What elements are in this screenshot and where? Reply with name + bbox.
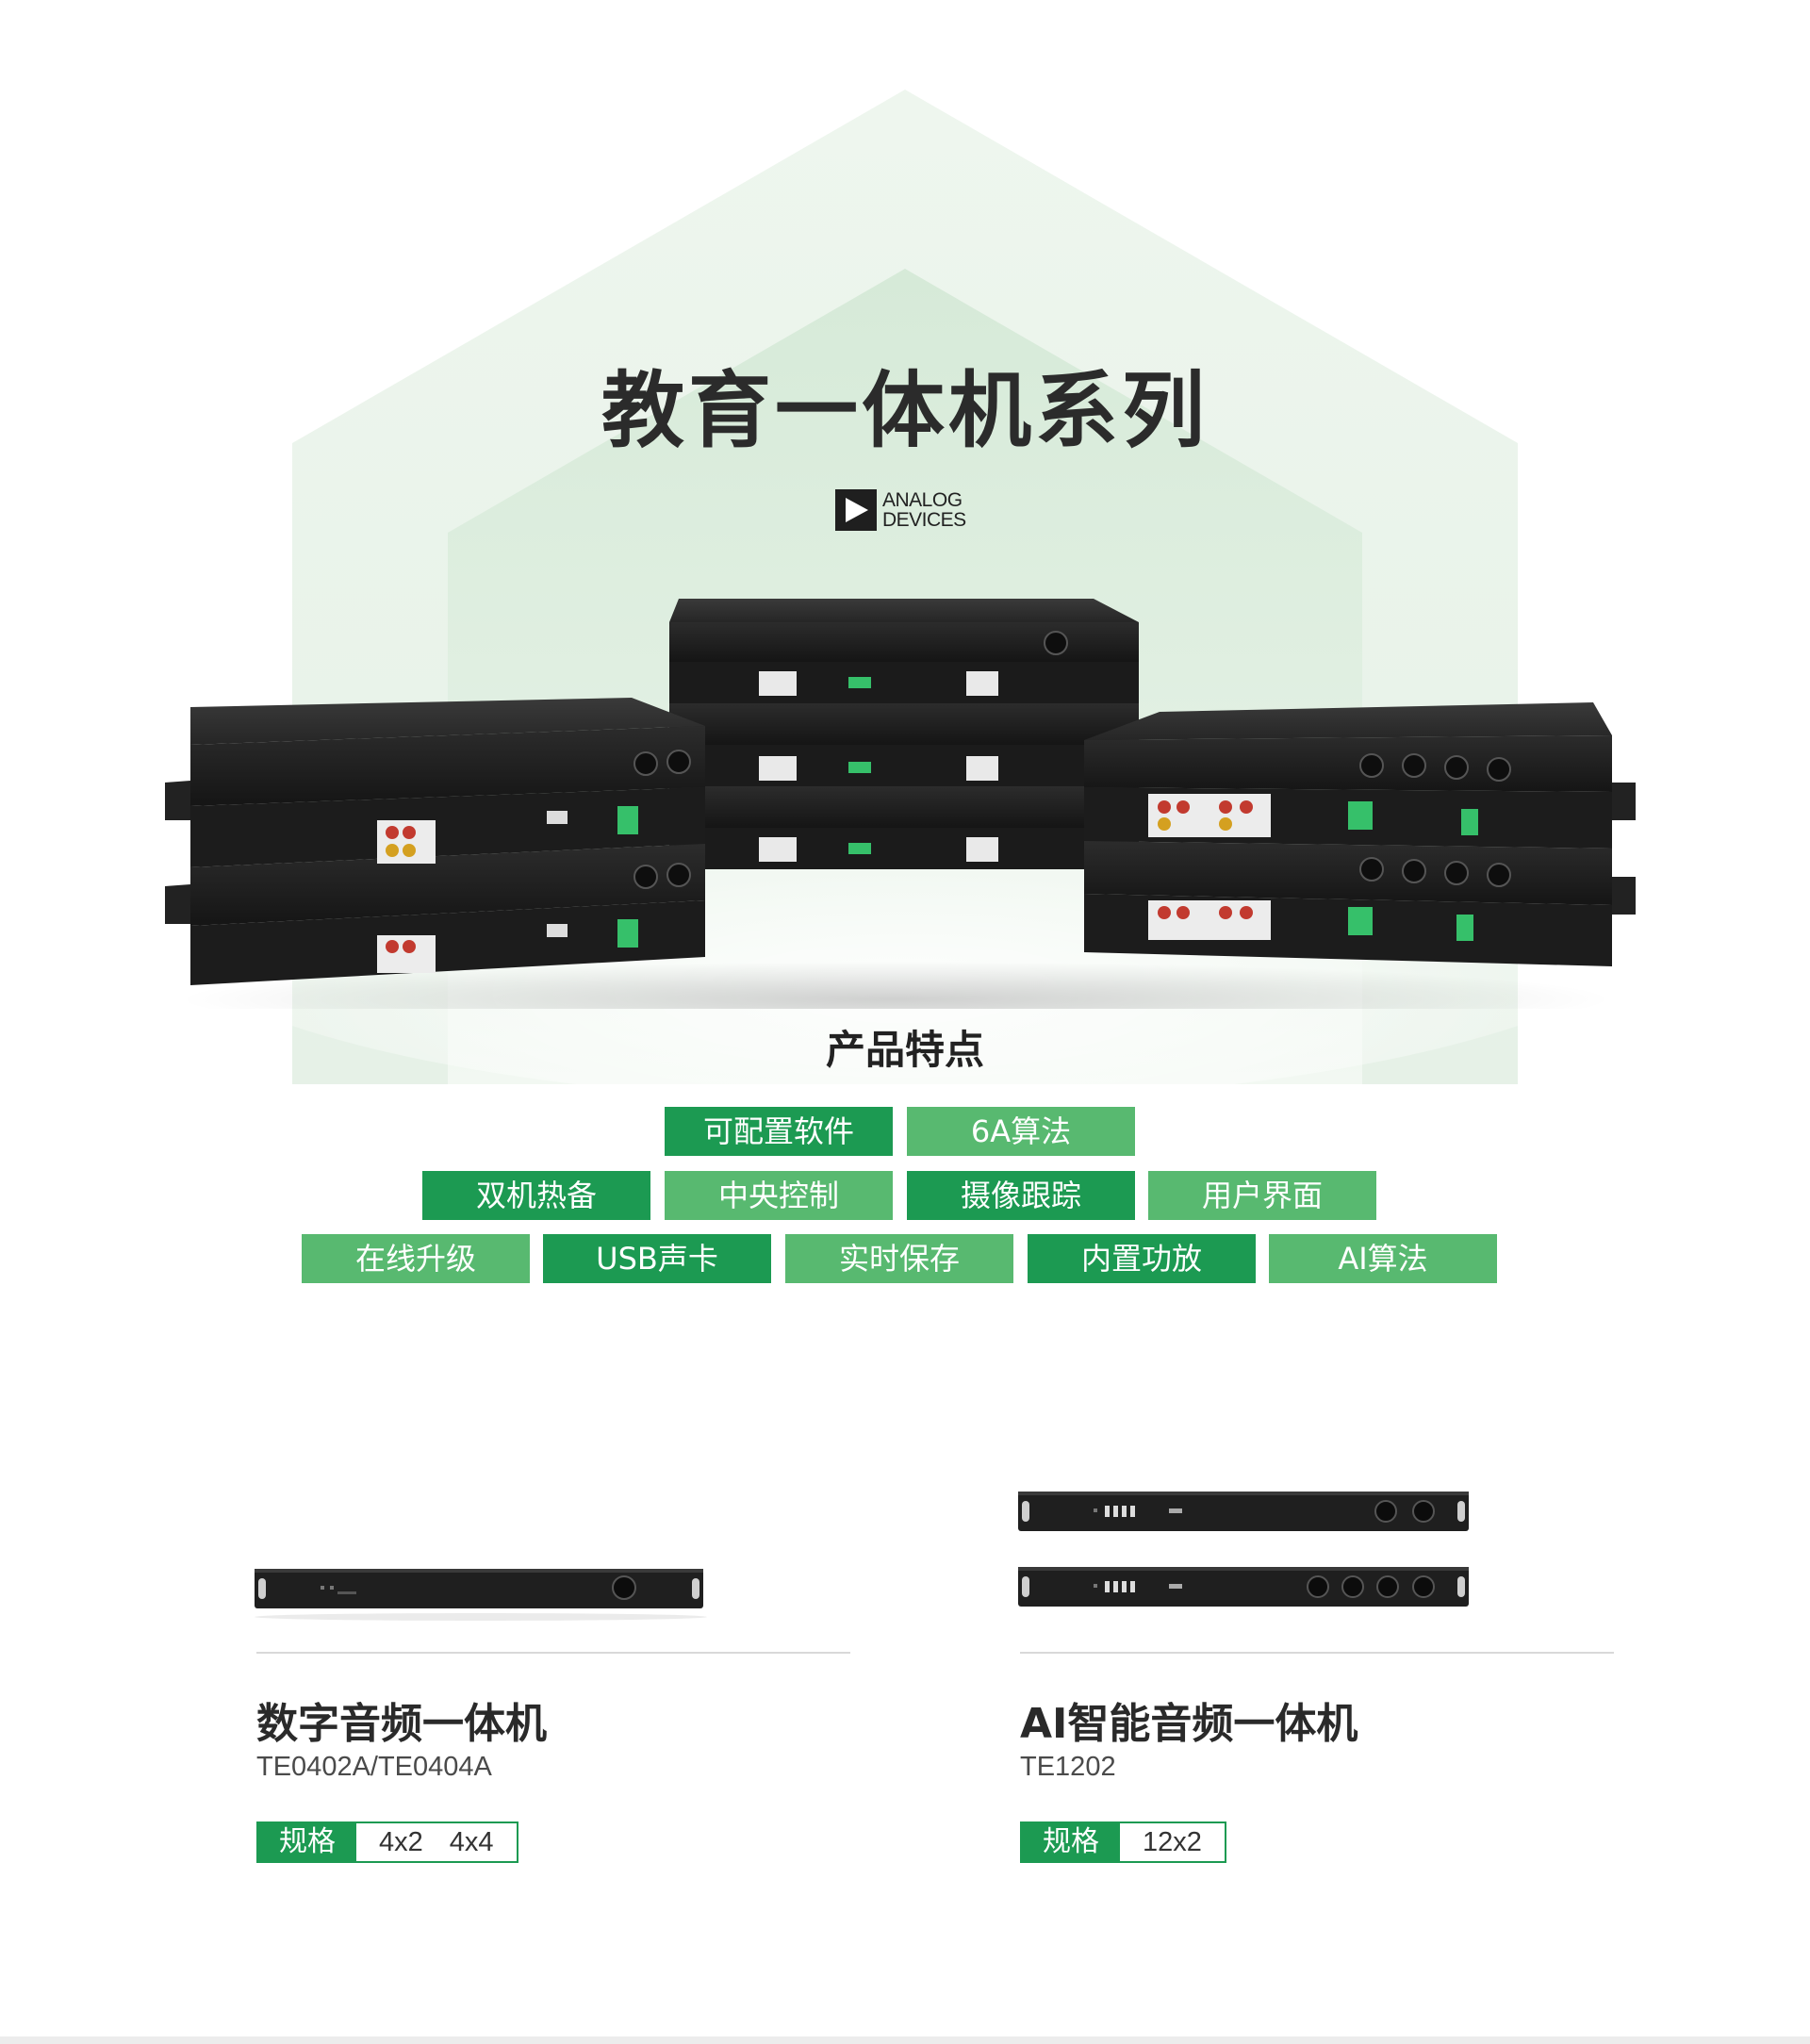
analog-devices-logo-icon — [835, 489, 877, 531]
product-name: AI智能音频一体机 — [1020, 1700, 1358, 1748]
feature-tag: 在线升级 — [302, 1234, 530, 1283]
footer-strip — [0, 2036, 1810, 2044]
feature-tag: 摄像跟踪 — [907, 1171, 1135, 1220]
product-model: TE1202 — [1020, 1752, 1116, 1782]
feature-tag: 双机热备 — [422, 1171, 650, 1220]
feature-tag: 用户界面 — [1148, 1171, 1376, 1220]
spec-value: 12x2 — [1143, 1826, 1202, 1857]
product-divider — [1020, 1652, 1614, 1654]
feature-tag: 实时保存 — [785, 1234, 1013, 1283]
page-title: 教育一体机系列 — [601, 362, 1209, 459]
feature-tag: 内置功放 — [1028, 1234, 1256, 1283]
spec-value: 4x4 — [449, 1826, 494, 1857]
product-device-image — [1018, 1567, 1469, 1607]
spec-label: 规格 — [1022, 1823, 1120, 1861]
features-title: 产品特点 — [825, 1027, 984, 1073]
spec-label: 规格 — [258, 1823, 356, 1861]
spec-value: 4x2 — [379, 1826, 423, 1857]
feature-tag: 可配置软件 — [665, 1107, 893, 1156]
feature-tag: 中央控制 — [665, 1171, 893, 1220]
product-spec: 规格 4x2 4x4 — [256, 1821, 518, 1863]
brand-line-2: DEVICES — [882, 509, 966, 531]
product-divider — [256, 1652, 850, 1654]
product-device-image — [1018, 1492, 1469, 1531]
feature-tag: 6A算法 — [907, 1107, 1135, 1156]
feature-tag: USB声卡 — [543, 1234, 771, 1283]
product-spec: 规格 12x2 — [1020, 1821, 1226, 1863]
product-model: TE0402A/TE0404A — [256, 1752, 492, 1782]
feature-tag: AI算法 — [1269, 1234, 1497, 1283]
product-name: 数字音频一体机 — [256, 1700, 547, 1748]
analog-devices-logo: ANALOG DEVICES — [835, 489, 966, 531]
brand-line-1: ANALOG — [882, 489, 963, 511]
product-device-image — [255, 1569, 707, 1621]
product-group-image — [165, 599, 1636, 1009]
